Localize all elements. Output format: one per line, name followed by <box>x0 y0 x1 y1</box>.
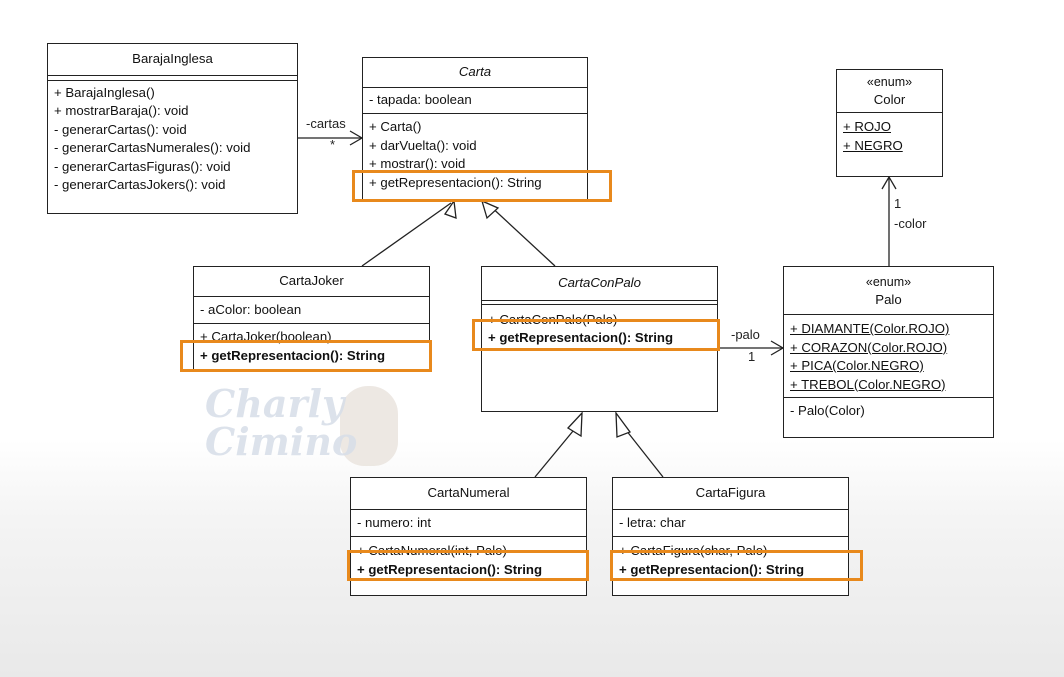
watermark: Charly Cimino <box>205 385 357 461</box>
enum-literal: + DIAMANTE(Color.ROJO) <box>790 321 950 336</box>
figura-generalization <box>621 424 664 478</box>
method: + getRepresentacion(): String <box>200 347 386 363</box>
attributes-section: - aColor: boolean <box>194 297 429 324</box>
watermark-line1: Charly <box>205 381 345 426</box>
method: + mostrarBaraja(): void <box>54 103 189 118</box>
method: - Palo(Color) <box>790 403 865 418</box>
method: + CartaFigura(char, Palo) <box>619 543 768 558</box>
methods-section: + CartaNumeral(int, Palo) + getRepresent… <box>351 537 586 584</box>
method: + BarajaInglesa() <box>54 84 155 100</box>
method: + CartaNumeral(int, Palo) <box>357 543 507 558</box>
enum-header: «enum» Palo <box>784 267 993 315</box>
class-name: CartaNumeral <box>351 478 586 510</box>
class-carta-numeral: CartaNumeral - numero: int + CartaNumera… <box>350 477 587 596</box>
attribute: - tapada: boolean <box>369 91 472 107</box>
method: + mostrar(): void <box>369 156 466 171</box>
enum-literal: + PICA(Color.NEGRO) <box>790 358 924 373</box>
method: + getRepresentacion(): String <box>488 330 674 345</box>
class-name: BarajaInglesa <box>48 44 297 76</box>
class-carta-con-palo: CartaConPalo + CartaConPalo(Palo) + getR… <box>481 266 718 412</box>
enum-color: «enum» Color + ROJO + NEGRO <box>836 69 943 177</box>
literals-section: + ROJO + NEGRO <box>837 113 942 157</box>
methods-section: + BarajaInglesa() + mostrarBaraja(): voi… <box>48 81 297 197</box>
method: - generarCartasNumerales(): void <box>54 140 251 155</box>
color-multiplicity-label: 1 <box>894 196 902 211</box>
enum-palo: «enum» Palo + DIAMANTE(Color.ROJO) + COR… <box>783 266 994 438</box>
attributes-section <box>48 76 297 81</box>
watermark-line2: Cimino <box>205 419 358 464</box>
color-role-label: -color <box>894 216 927 231</box>
enum-header: «enum» Color <box>837 70 942 113</box>
class-name: Palo <box>875 292 902 307</box>
method: + getRepresentacion(): String <box>369 174 542 190</box>
cartas-multiplicity-label: * <box>330 137 336 152</box>
conpalo-generalization <box>486 202 556 267</box>
class-name: CartaConPalo <box>482 267 717 301</box>
methods-section: + CartaJoker(boolean) + getRepresentacio… <box>194 324 429 367</box>
figura-triangle <box>615 410 632 438</box>
stereotype: «enum» <box>865 275 912 289</box>
methods-section: + CartaFigura(char, Palo) + getRepresent… <box>613 537 848 584</box>
method: - generarCartas(): void <box>54 121 187 137</box>
literals-section: + DIAMANTE(Color.ROJO) + CORAZON(Color.R… <box>784 315 993 398</box>
attributes-section <box>482 301 717 305</box>
color-arrowhead <box>881 175 897 190</box>
class-carta-joker: CartaJoker - aColor: boolean + CartaJoke… <box>193 266 430 371</box>
attribute: - numero: int <box>357 514 432 530</box>
method: + getRepresentacion(): String <box>619 561 805 577</box>
class-name: Color <box>873 92 906 107</box>
cartas-role-label: -cartas <box>306 116 346 131</box>
class-name: CartaFigura <box>613 478 848 510</box>
enum-literal: + TREBOL(Color.NEGRO) <box>790 376 946 392</box>
attributes-section: - letra: char <box>613 510 848 537</box>
class-baraja-inglesa: BarajaInglesa + BarajaInglesa() + mostra… <box>47 43 298 214</box>
class-carta-figura: CartaFigura - letra: char + CartaFigura(… <box>612 477 849 596</box>
method: + CartaConPalo(Palo) <box>488 311 618 327</box>
conpalo-triangle <box>480 199 500 220</box>
method: + Carta() <box>369 119 422 134</box>
methods-section: + Carta() + darVuelta(): void + mostrar(… <box>363 114 587 194</box>
methods-section: - Palo(Color) <box>784 398 993 423</box>
palo-multiplicity-label: 1 <box>748 349 756 364</box>
method: + darVuelta(): void <box>369 137 477 153</box>
enum-literal: + ROJO <box>843 119 891 134</box>
method: + getRepresentacion(): String <box>357 561 543 577</box>
palo-role-label: -palo <box>731 327 760 342</box>
method: - generarCartasFiguras(): void <box>54 158 231 174</box>
numeral-triangle <box>566 411 583 438</box>
numeral-generalization <box>534 424 579 478</box>
method: + CartaJoker(boolean) <box>200 329 332 344</box>
class-name: CartaJoker <box>194 267 429 297</box>
joker-triangle <box>443 199 457 219</box>
class-carta: Carta - tapada: boolean + Carta() + darV… <box>362 57 588 201</box>
enum-literal: + CORAZON(Color.ROJO) <box>790 339 948 355</box>
attributes-section: - numero: int <box>351 510 586 537</box>
attributes-section: - tapada: boolean <box>363 88 587 114</box>
attribute: - letra: char <box>619 514 686 530</box>
attribute: - aColor: boolean <box>200 301 302 317</box>
method: - generarCartasJokers(): void <box>54 177 226 192</box>
stereotype: «enum» <box>866 75 913 89</box>
joker-generalization <box>361 202 452 267</box>
enum-literal: + NEGRO <box>843 137 903 153</box>
class-name: Carta <box>363 58 587 88</box>
watermark-avatar <box>340 386 398 466</box>
methods-section: + CartaConPalo(Palo) + getRepresentacion… <box>482 305 717 350</box>
